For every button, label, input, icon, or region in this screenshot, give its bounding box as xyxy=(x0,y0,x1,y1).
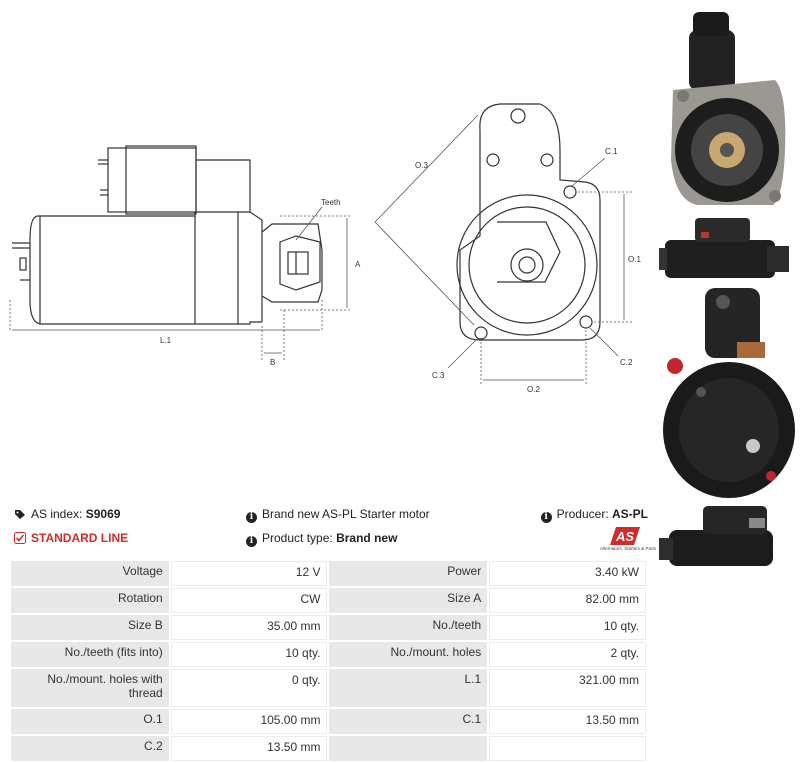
table-row: Voltage 12 V Power 3.40 kW xyxy=(11,561,646,586)
spec-label: No./mount. holes xyxy=(329,642,488,667)
specs-table: Voltage 12 V Power 3.40 kW Rotation CW S… xyxy=(9,559,648,763)
as-index-label: AS index: xyxy=(31,507,83,521)
checkbox-checked-icon xyxy=(14,532,26,544)
label-c1: C.1 xyxy=(605,147,618,156)
spec-value: 10 qty. xyxy=(489,615,646,640)
spec-value: 0 qty. xyxy=(170,669,328,707)
producer-label: Producer: xyxy=(556,507,609,521)
photo-side-view xyxy=(659,218,789,278)
info-icon: i xyxy=(246,536,257,547)
as-pl-logo: AS Alternators, Starters & Parts xyxy=(596,525,660,555)
producer-value: AS-PL xyxy=(612,507,648,521)
spec-value xyxy=(489,736,646,761)
tag-icon xyxy=(15,510,25,519)
standard-line-text: STANDARD LINE xyxy=(31,531,129,545)
spec-value: 321.00 mm xyxy=(489,669,646,707)
spec-label: Voltage xyxy=(11,561,169,586)
product-type-label: Product type: xyxy=(262,531,333,545)
motor-body-top xyxy=(38,159,251,217)
table-row: Size B 35.00 mm No./teeth 10 qty. xyxy=(11,615,646,640)
label-o2: O.2 xyxy=(527,385,540,394)
spec-value: 82.00 mm xyxy=(489,588,646,613)
label-b: B xyxy=(270,358,275,367)
hole-c2 xyxy=(579,315,593,329)
spec-label: No./mount. holes with thread xyxy=(11,669,169,707)
label-teeth: Teeth xyxy=(321,198,341,207)
table-row: Rotation CW Size A 82.00 mm xyxy=(11,588,646,613)
label-o3: O.3 xyxy=(415,161,428,170)
product-type: i Product type: Brand new xyxy=(246,529,397,547)
hole-c1 xyxy=(563,185,577,199)
spec-value: 3.40 kW xyxy=(489,561,646,586)
photo-angled-view xyxy=(659,506,773,566)
table-row: No./mount. holes with thread 0 qty. L.1 … xyxy=(11,669,646,707)
product-photos xyxy=(659,12,795,566)
solenoid-outline xyxy=(107,147,197,213)
label-c2: C.2 xyxy=(620,358,633,367)
spec-value: CW xyxy=(170,588,328,613)
hole-c3 xyxy=(474,326,488,340)
spec-label: No./teeth xyxy=(329,615,488,640)
photo-rear-view xyxy=(663,288,795,498)
label-l1: L.1 xyxy=(160,336,172,345)
table-row: O.1 105.00 mm C.1 13.50 mm xyxy=(11,709,646,734)
photo-front-view xyxy=(671,12,786,205)
product-type-value: Brand new xyxy=(336,531,398,545)
spec-label: L.1 xyxy=(329,669,488,707)
label-c3: C.3 xyxy=(432,371,445,380)
standard-line: STANDARD LINE xyxy=(14,529,128,547)
logo-subtitle: Alternators, Starters & Parts xyxy=(599,546,657,551)
spec-value: 13.50 mm xyxy=(489,709,646,734)
table-row: C.2 13.50 mm xyxy=(11,736,646,761)
table-row: No./teeth (fits into) 10 qty. No./mount.… xyxy=(11,642,646,667)
spec-label: Size A xyxy=(329,588,488,613)
spec-label: Size B xyxy=(11,615,169,640)
spec-value: 13.50 mm xyxy=(170,736,328,761)
spec-label: O.1 xyxy=(11,709,169,734)
spec-label: No./teeth (fits into) xyxy=(11,642,169,667)
spec-value: 10 qty. xyxy=(170,642,328,667)
product-info: AS index: S9069 i Brand new AS-PL Starter… xyxy=(14,505,656,553)
spec-value: 105.00 mm xyxy=(170,709,328,734)
producer: i Producer: AS-PL xyxy=(540,505,648,523)
svg-text:AS: AS xyxy=(615,529,634,544)
spec-label: C.2 xyxy=(11,736,169,761)
technical-drawing: Teeth A B L.1 O.3 C.1 O.1 C.2 C.3 O.2 xyxy=(9,103,641,394)
label-o1: O.1 xyxy=(628,255,641,264)
description: i Brand new AS-PL Starter motor xyxy=(246,505,430,523)
spec-value: 35.00 mm xyxy=(170,615,328,640)
spec-label: Power xyxy=(329,561,488,586)
spec-value: 2 qty. xyxy=(489,642,646,667)
description-text: Brand new AS-PL Starter motor xyxy=(262,507,430,521)
info-icon: i xyxy=(246,512,257,523)
as-index: AS index: S9069 xyxy=(14,505,120,523)
info-icon: i xyxy=(540,512,552,523)
spec-label: C.1 xyxy=(329,709,488,734)
label-a: A xyxy=(355,260,361,269)
as-index-value: S9069 xyxy=(85,507,121,521)
flange-outline xyxy=(459,103,601,341)
spec-value: 12 V xyxy=(170,561,328,586)
as-logo-icon: AS xyxy=(610,527,640,545)
spec-label: Rotation xyxy=(11,588,169,613)
spec-label xyxy=(329,736,488,761)
